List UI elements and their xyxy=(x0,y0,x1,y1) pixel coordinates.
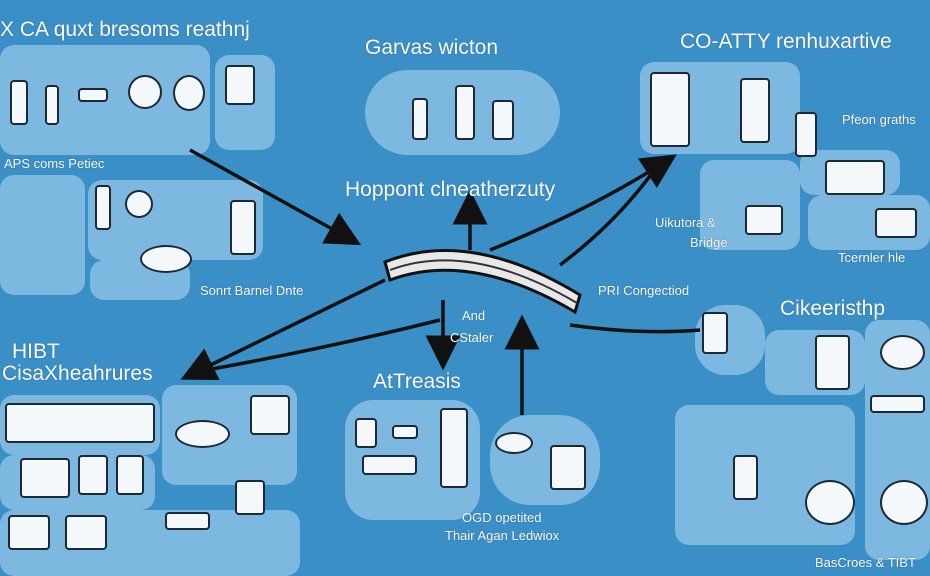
right-upper-caption: Pfeon graths xyxy=(842,112,916,127)
card-icon xyxy=(733,455,758,500)
center-caption: Hoppont clneatherzuty xyxy=(345,178,556,201)
jar-icon xyxy=(795,112,817,157)
left-upper-caption: APS coms Petiec xyxy=(4,156,105,171)
top-left-title: X CA quxt bresoms reathnj xyxy=(0,18,250,41)
top-right-title: CO-ATTY renhuxartive xyxy=(680,30,892,53)
server-icon xyxy=(225,65,255,105)
line-to-right-lower xyxy=(569,323,701,334)
box-icon xyxy=(78,455,108,495)
bottom-center-title: AtTreasis xyxy=(373,370,461,393)
bottom-caption-1: OGD opetited xyxy=(462,510,542,525)
arrow-to-top-right xyxy=(489,154,677,252)
phone-icon xyxy=(230,200,256,255)
left-lower-title-1: HIBT xyxy=(12,340,60,363)
display-icon xyxy=(875,208,917,238)
tower-icon xyxy=(455,85,475,140)
bridge-icon xyxy=(383,249,582,315)
server-rack-icon xyxy=(650,72,690,147)
top-center-title: Garvas wicton xyxy=(365,36,499,59)
monitor-icon xyxy=(5,403,155,443)
bottom-caption-2: Thair Agan Ledwiox xyxy=(445,528,560,543)
right-lower-title: Cikeeristhp xyxy=(780,297,886,320)
drive-icon xyxy=(165,512,210,530)
cloud-icon xyxy=(175,420,230,448)
router-icon xyxy=(65,515,107,550)
printer-icon xyxy=(250,395,290,435)
device-icon xyxy=(45,85,59,125)
router-icon xyxy=(78,88,108,102)
arrow-to-left-lower xyxy=(180,278,386,381)
box-icon xyxy=(116,455,144,495)
server-icon xyxy=(440,408,468,488)
device-icon xyxy=(95,185,111,230)
drone-icon xyxy=(880,480,928,525)
cluster-left-mid xyxy=(0,175,85,295)
person-icon xyxy=(412,98,428,140)
hand-icon xyxy=(492,100,514,140)
arrow-to-left-lower-2 xyxy=(194,318,441,374)
left-mid-caption: Sonrt Barnel Dnte xyxy=(200,283,304,298)
dish-icon xyxy=(495,432,533,454)
globe-icon xyxy=(128,75,162,109)
arrow-to-bridge xyxy=(189,148,362,246)
switch-icon xyxy=(870,395,925,413)
router-icon xyxy=(8,515,50,550)
laptop-icon xyxy=(825,160,885,195)
bottom-right-caption: BasCroes & TIBT xyxy=(815,555,916,570)
computer-icon xyxy=(20,458,70,498)
jar-icon xyxy=(702,312,728,354)
drone-icon xyxy=(805,480,855,525)
hub-icon xyxy=(125,190,153,218)
cloud-icon xyxy=(140,245,192,273)
drone-icon xyxy=(880,335,925,370)
lock-icon xyxy=(355,418,377,448)
arrow-from-top-right xyxy=(558,161,662,267)
right-lower-caption: Tcernler hle xyxy=(838,250,906,265)
center-small-2: CStaler xyxy=(450,330,494,345)
panel-icon xyxy=(740,78,770,143)
right-mid-caption-1: Uikutora & xyxy=(655,215,716,230)
tag-icon xyxy=(392,425,418,439)
keyboard-icon xyxy=(362,455,417,475)
center-small-1: And xyxy=(462,308,486,323)
cluster-left-lower-4 xyxy=(0,510,300,576)
left-lower-title-2: CisaXheahrures xyxy=(2,362,153,385)
robot-icon xyxy=(550,445,586,490)
bridge-caption: PRI Congectiod xyxy=(598,283,690,298)
globe-icon xyxy=(173,75,205,111)
keypad-icon xyxy=(235,480,265,515)
gem-icon xyxy=(815,335,850,390)
device-icon xyxy=(10,80,28,125)
box-icon xyxy=(745,205,783,235)
right-mid-caption-2: Bridge xyxy=(690,235,728,250)
